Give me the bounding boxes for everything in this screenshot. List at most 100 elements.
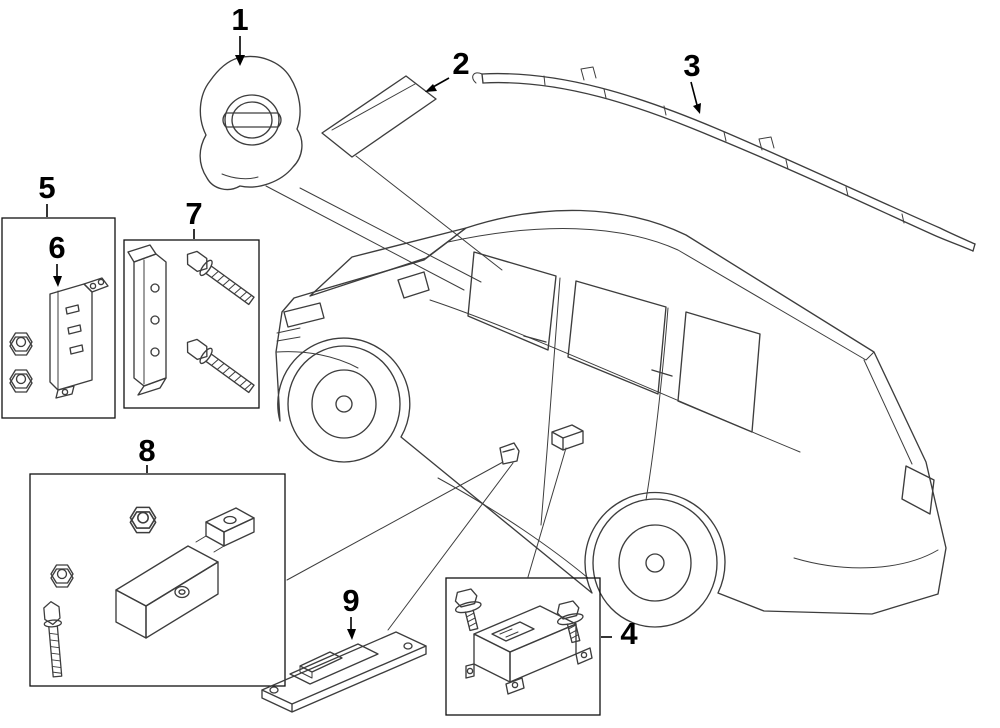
hex-nut-upper — [9, 332, 33, 356]
mounting-bolt-lower — [181, 334, 258, 397]
front-bumper-crease — [276, 351, 359, 369]
door-seam-rear — [645, 307, 669, 501]
hex-nut-lower — [9, 369, 33, 393]
flange-hole-2 — [97, 278, 105, 286]
callout-9-arrowhead — [347, 629, 356, 640]
assembly-bolt — [41, 600, 67, 678]
rocker-accent — [437, 477, 589, 579]
callout-2[interactable]: 2 — [425, 46, 470, 92]
callout-2-arrowhead — [425, 84, 437, 92]
cover-fold-line — [221, 173, 259, 180]
tail-lamp — [901, 465, 935, 515]
group-box-4 — [445, 577, 601, 716]
callout-4[interactable]: 4 — [601, 616, 638, 651]
module-ear-left — [465, 663, 475, 679]
callout-3-label[interactable]: 3 — [683, 48, 700, 83]
bottom-tab-hole — [61, 388, 69, 396]
bracket-bottom-tab — [55, 385, 75, 399]
roof-drip-rail — [447, 228, 875, 361]
airbag-panel — [321, 75, 437, 158]
door-seam-front — [540, 277, 561, 526]
callout-8-label[interactable]: 8 — [138, 433, 155, 468]
emblem-ring-inner — [231, 101, 273, 139]
rear-bumper-crease — [793, 549, 939, 569]
console-module-location — [551, 424, 584, 451]
module-side-face — [509, 623, 577, 683]
group-box-7 — [123, 239, 260, 409]
bracket-hole-right — [403, 642, 413, 650]
sensor-body-hole-inner — [178, 589, 186, 595]
callout-9[interactable]: 9 — [342, 583, 360, 640]
sensor-head-boss — [223, 515, 237, 525]
module-bolt-left — [450, 586, 488, 634]
airbag-cover-outline — [199, 55, 303, 191]
front-wheel-rim — [311, 369, 377, 439]
sensor-bracket-plate — [49, 283, 93, 391]
bracket-hole-3 — [150, 347, 160, 357]
bracket-hole-left — [269, 686, 279, 694]
side-mirror — [397, 271, 430, 299]
control-module-illustration — [450, 586, 593, 695]
passenger-airbag-illustration — [321, 75, 437, 158]
sensor-head-front — [205, 521, 225, 547]
callout-2-label[interactable]: 2 — [452, 46, 469, 81]
module-connector — [491, 621, 535, 642]
callout-7-label[interactable]: 7 — [185, 196, 202, 231]
callout-7[interactable]: 7 — [185, 196, 203, 239]
quarter-window — [677, 311, 761, 433]
bracket-hole-2 — [150, 315, 160, 325]
rail-bottom-edge — [482, 81, 974, 252]
callout-1[interactable]: 1 — [231, 2, 249, 66]
floor-bracket-illustration — [261, 631, 427, 713]
callout-9-label[interactable]: 9 — [342, 583, 359, 618]
callout-5-label[interactable]: 5 — [38, 170, 55, 205]
bracket-raised-box-edge — [299, 665, 313, 679]
module-ear-right — [575, 647, 593, 665]
rail-top-edge — [481, 72, 976, 245]
rear-wheel-hub — [645, 553, 665, 573]
rear-wheel — [592, 498, 718, 628]
headlamp — [283, 302, 325, 328]
rail-ticks — [543, 75, 905, 224]
windshield — [309, 227, 467, 297]
module-ear-left-hole — [466, 667, 474, 675]
bracket-bottom-tab — [137, 377, 167, 396]
bracket-top-tab — [127, 244, 157, 263]
bracket-slot-2 — [67, 324, 82, 335]
callout-8[interactable]: 8 — [138, 433, 156, 473]
sensor-body-top — [115, 545, 219, 607]
rail-end-caps — [481, 73, 976, 252]
callout-1-arrowhead — [235, 55, 245, 66]
callout-1-label[interactable]: 1 — [231, 2, 248, 37]
callout-3[interactable]: 3 — [683, 48, 701, 114]
bracket-plate-top — [261, 631, 427, 705]
callout-3-pointer — [690, 81, 698, 106]
callout-4-label[interactable]: 4 — [620, 616, 638, 651]
callout-5[interactable]: 5 — [38, 170, 56, 217]
group-box-8 — [29, 473, 286, 687]
rail-end-hook — [472, 72, 483, 84]
mounting-bolt-upper — [181, 246, 258, 309]
grille-lines — [276, 327, 301, 342]
sensor-head-side — [223, 517, 255, 547]
mounting-bracket-illustration — [127, 244, 258, 397]
module-ear-right-hole — [580, 651, 588, 659]
rear-door-window — [567, 280, 667, 395]
bracket-top-flange — [83, 277, 109, 293]
front-door-window — [467, 251, 557, 351]
side-sensor-illustration — [9, 277, 109, 399]
sensor-head-top — [205, 507, 255, 533]
sensor-body-side — [145, 561, 219, 639]
airbag-panel-fold — [331, 83, 416, 131]
sensor-body-front — [115, 589, 147, 639]
callout-6[interactable]: 6 — [48, 230, 66, 287]
bracket-channel — [133, 253, 167, 387]
door-handles — [523, 335, 673, 377]
bracket-slot-3 — [69, 344, 84, 355]
flange-hole-1 — [89, 282, 97, 290]
impact-sensor-assembly-illustration — [41, 506, 255, 678]
emblem-bar — [222, 112, 282, 128]
rear-wheel-rim — [618, 524, 692, 602]
callout-6-label[interactable]: 6 — [48, 230, 65, 265]
